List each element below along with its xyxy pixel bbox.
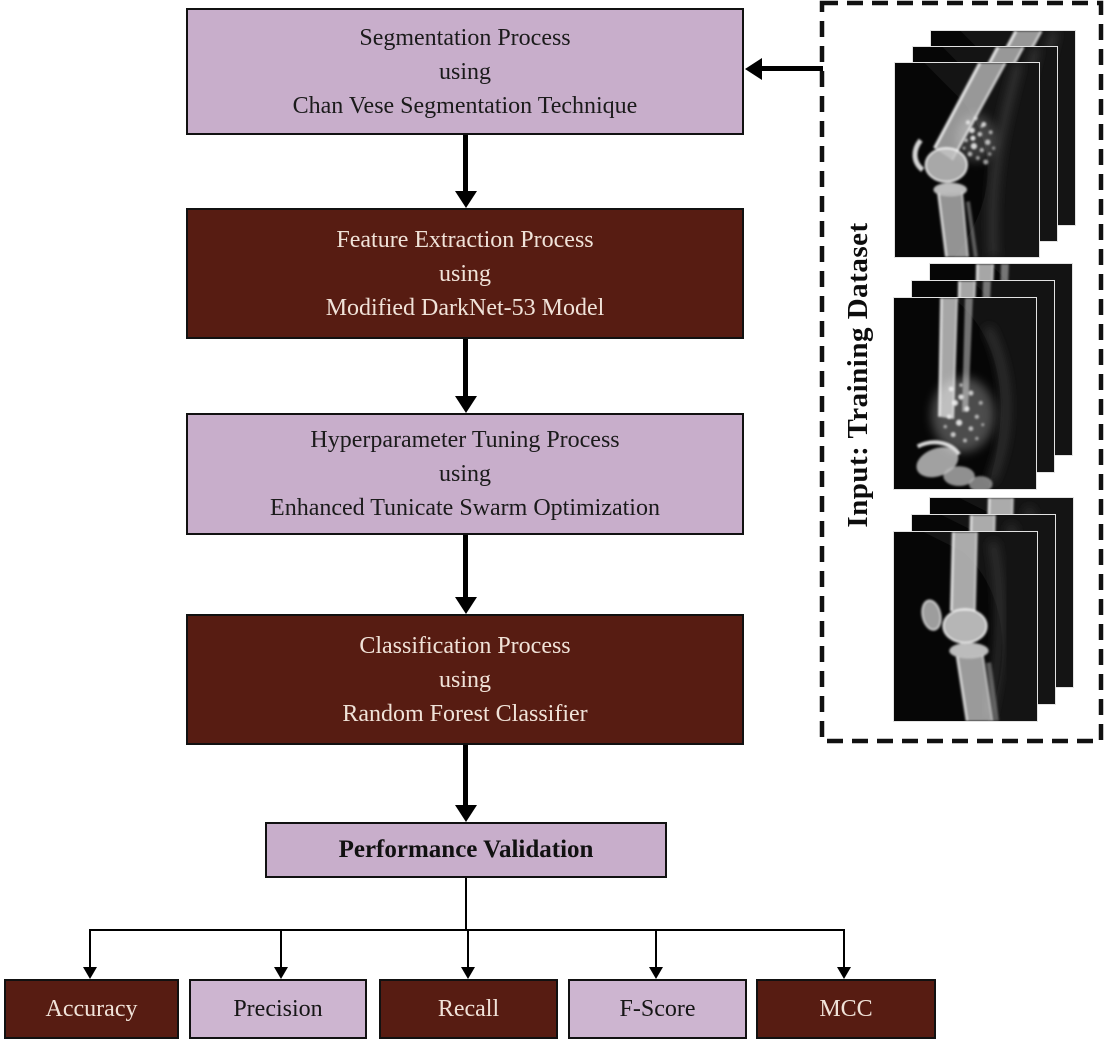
metric-label: MCC <box>819 995 873 1022</box>
metric-box-recall: Recall <box>379 979 558 1039</box>
flow-arrow-line-4 <box>463 745 468 806</box>
arrow-down-icon <box>455 805 477 822</box>
xray-image-knee-tumor <box>894 62 1040 258</box>
xray-image-knee-lateral <box>893 531 1038 722</box>
metric-box-mcc: MCC <box>756 979 936 1039</box>
box-text-line: using <box>438 260 491 287</box>
arrow-down-icon <box>274 967 288 979</box>
box-text-line: Modified DarkNet-53 Model <box>325 294 605 321</box>
arrow-down-icon <box>649 967 663 979</box>
box-text-line: using <box>438 58 491 85</box>
connector-drop-recall <box>467 929 469 968</box>
box-text-line: Performance Validation <box>338 836 594 863</box>
training-dataset-panel-border <box>819 0 1104 744</box>
box-text-line: Chan Vese Segmentation Technique <box>292 92 638 119</box>
connector-stem <box>465 878 467 931</box>
flow-box-hyperparameter-tuning: Hyperparameter Tuning Process using Enha… <box>186 413 744 535</box>
metric-label: F-Score <box>619 995 696 1022</box>
flow-arrow-line-3 <box>463 535 468 598</box>
input-arrow-line <box>761 66 823 71</box>
box-text-line: using <box>438 666 491 693</box>
arrow-down-icon <box>455 396 477 413</box>
flow-arrow-line-2 <box>463 339 468 397</box>
arrow-down-icon <box>837 967 851 979</box>
xray-image-leg-tumor <box>893 297 1037 490</box>
flow-arrow-line-1 <box>463 135 468 192</box>
connector-drop-mcc <box>843 929 845 968</box>
arrow-down-icon <box>461 967 475 979</box>
metric-label: Precision <box>233 995 323 1022</box>
metric-box-precision: Precision <box>189 979 367 1039</box>
flow-box-performance-validation: Performance Validation <box>265 822 667 878</box>
training-dataset-label: Input: Training Dataset <box>842 222 874 528</box>
arrow-left-icon <box>745 58 762 80</box>
arrow-down-icon <box>83 967 97 979</box>
box-text-line: Hyperparameter Tuning Process <box>310 427 620 453</box>
connector-drop-precision <box>280 929 282 968</box>
metric-label: Recall <box>437 995 500 1022</box>
metric-box-fscore: F-Score <box>568 979 747 1039</box>
flow-box-feature-extraction: Feature Extraction Process using Modifie… <box>186 208 744 339</box>
metric-label: Accuracy <box>45 995 138 1022</box>
arrow-down-icon <box>455 191 477 208</box>
box-text-line: Feature Extraction Process <box>336 226 594 253</box>
connector-drop-accuracy <box>89 929 91 968</box>
box-text-line: Random Forest Classifier <box>342 700 588 727</box>
arrow-down-icon <box>455 597 477 614</box>
box-text-line: Segmentation Process <box>359 24 571 51</box>
connector-drop-fscore <box>655 929 657 968</box>
box-text-line: using <box>438 461 491 487</box>
box-text-line: Classification Process <box>359 632 571 659</box>
flow-box-classification: Classification Process using Random Fore… <box>186 614 744 745</box>
flow-box-segmentation: Segmentation Process using Chan Vese Seg… <box>186 8 744 135</box>
metric-box-accuracy: Accuracy <box>4 979 179 1039</box>
box-text-line: Enhanced Tunicate Swarm Optimization <box>270 495 660 521</box>
